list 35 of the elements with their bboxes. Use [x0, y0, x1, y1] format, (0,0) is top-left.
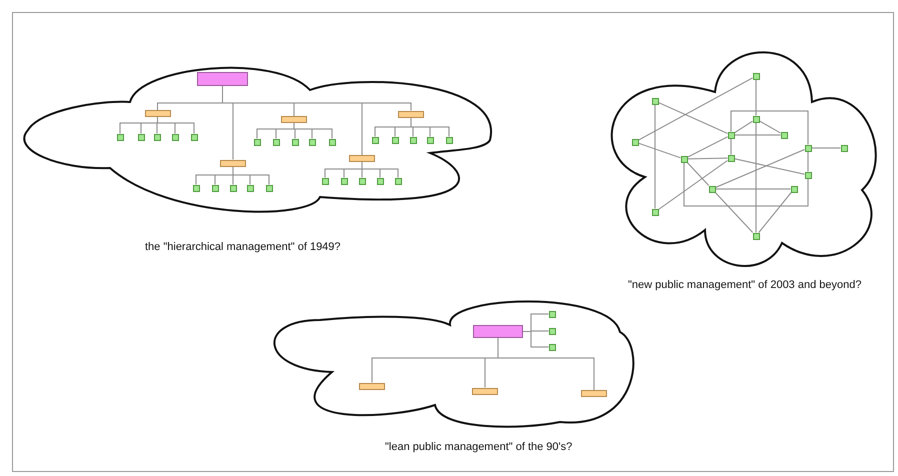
cloud-caption: "lean public management" of the 90's?	[385, 441, 572, 453]
connector-line	[684, 162, 808, 206]
unit-box	[144, 110, 170, 117]
connector-line	[522, 331, 549, 348]
connector-line	[686, 162, 710, 186]
connector-line	[759, 120, 781, 134]
top-unit-box	[197, 72, 248, 86]
connector-line	[654, 104, 656, 209]
connector-line	[730, 110, 808, 145]
unit-box	[281, 116, 307, 123]
unit-box	[349, 155, 375, 162]
connector-line	[687, 136, 728, 158]
connector-line	[715, 188, 791, 190]
cloud-caption: "new public management" of 2003 and beyond?	[628, 279, 862, 291]
connector-line	[362, 162, 398, 178]
connector-line	[638, 142, 681, 158]
connector-line	[658, 160, 728, 210]
connector-line	[715, 149, 805, 188]
connector-line	[498, 338, 594, 390]
top-unit-box	[473, 325, 523, 338]
connector-line	[734, 120, 753, 134]
connector-line	[410, 117, 450, 137]
connector-line	[734, 134, 781, 136]
connector-line	[638, 77, 753, 141]
connector-line	[730, 138, 732, 155]
connector-line	[157, 116, 194, 134]
connector-line	[658, 102, 728, 134]
connector-line	[222, 86, 412, 111]
cloud-caption: the "hierarchical management" of 1949?	[145, 241, 341, 253]
connector-line	[734, 158, 805, 175]
connector-line	[714, 192, 754, 233]
unit-box	[581, 390, 607, 397]
connector-line	[687, 158, 728, 160]
connector-line	[232, 166, 270, 185]
connector-line	[758, 192, 792, 233]
